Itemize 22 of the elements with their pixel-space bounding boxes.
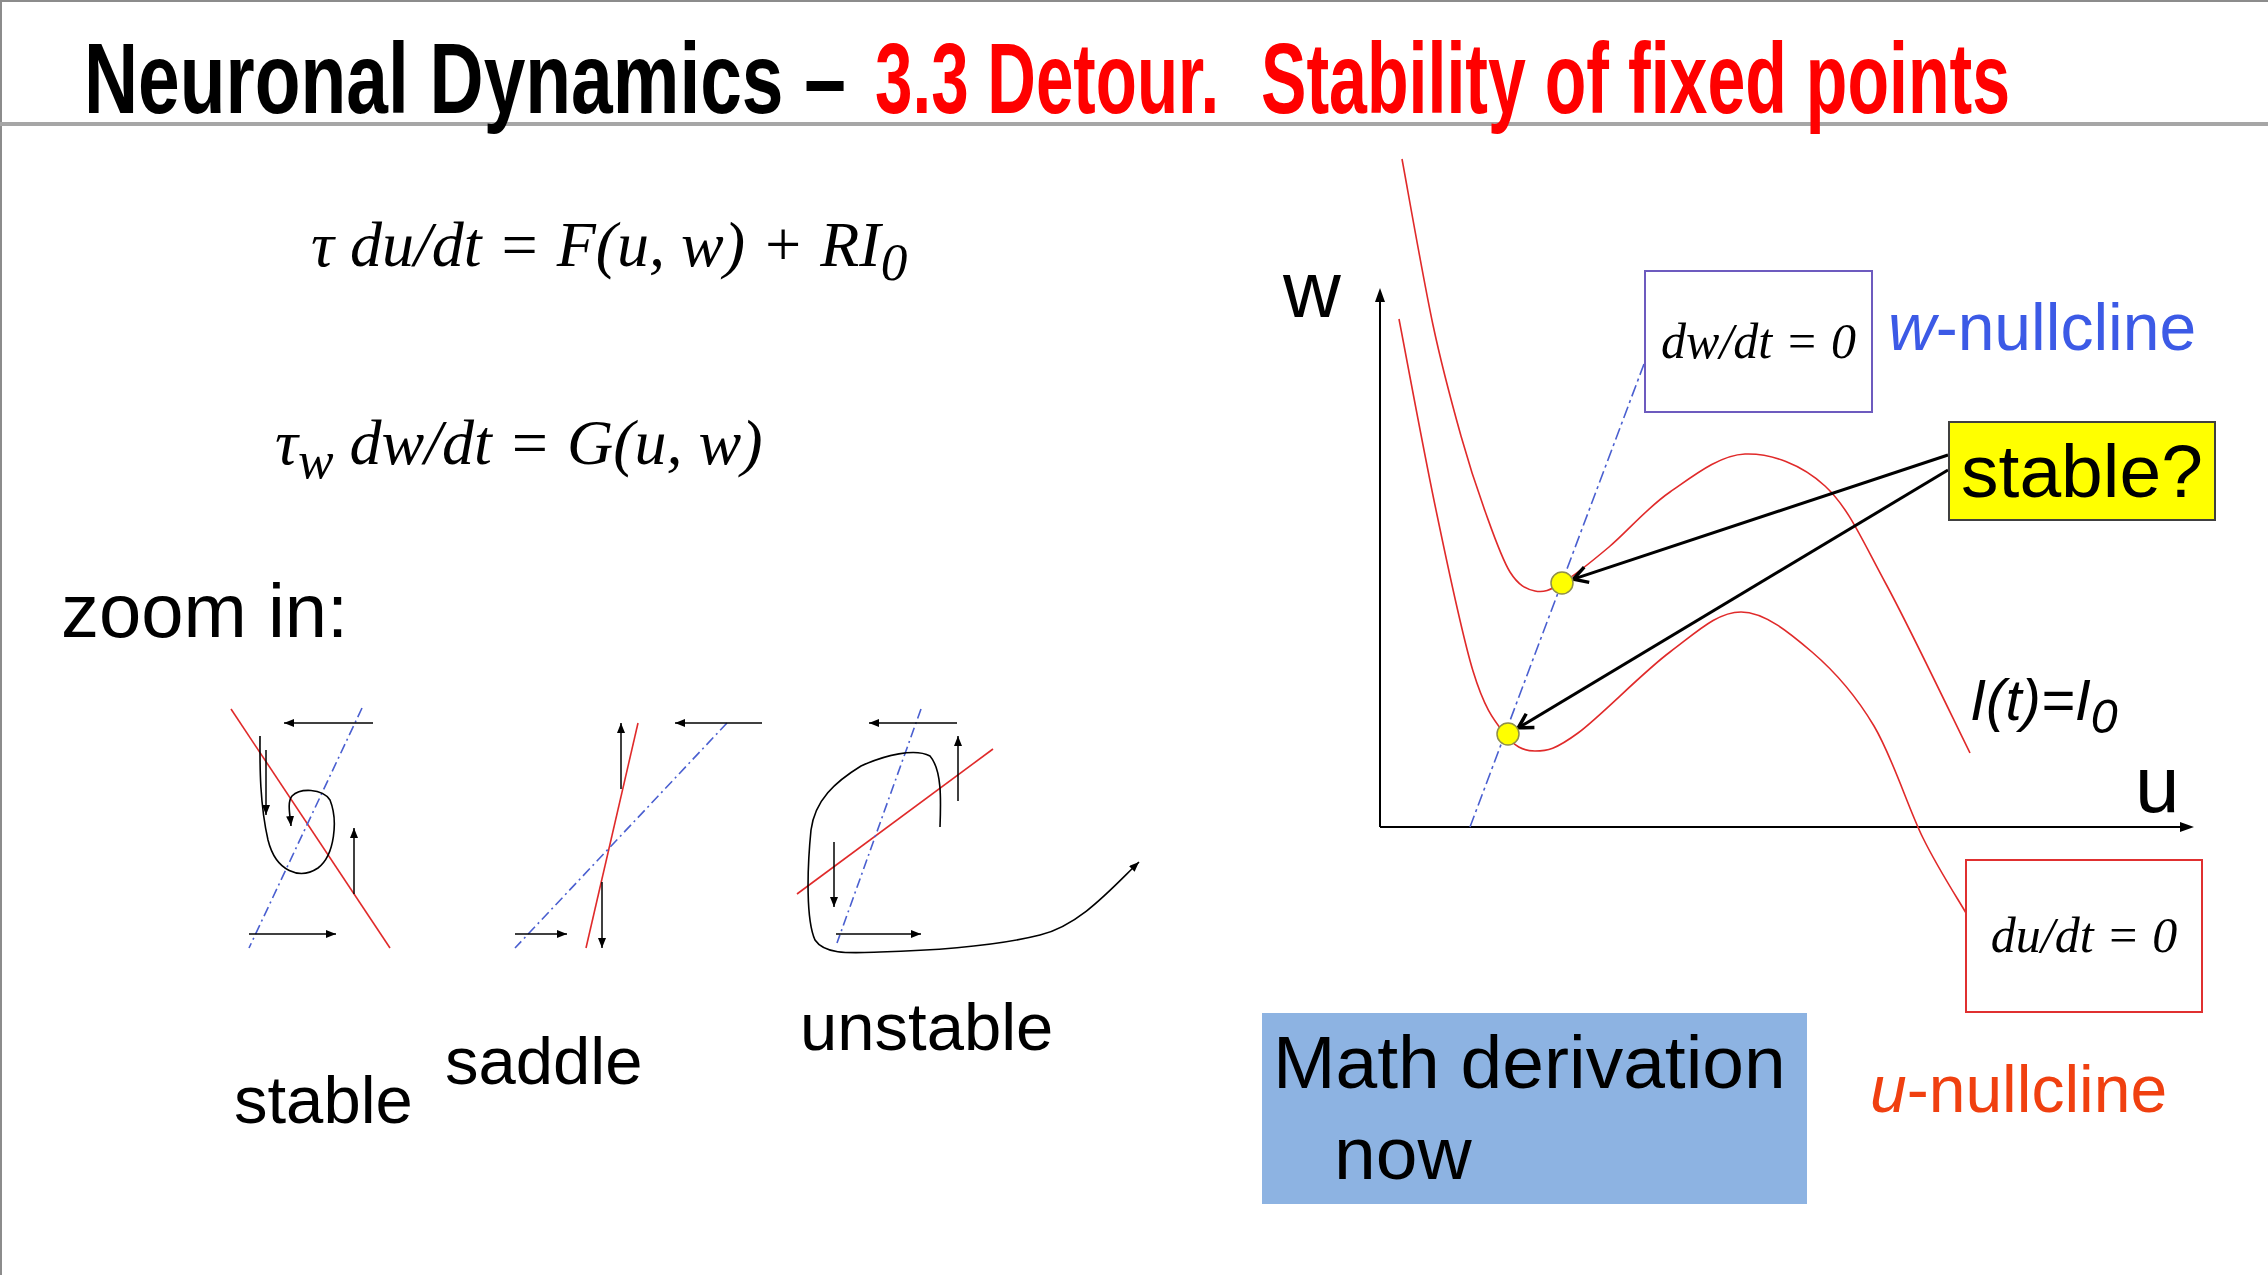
nullcline-label: w-nullcline xyxy=(1888,289,2197,366)
slide-title: Neuronal Dynamics – xyxy=(84,21,847,136)
equation: τ du/dt = F(u, w) + RI$_{0}$ xyxy=(311,208,908,294)
sketch-caption: saddle xyxy=(445,1022,643,1100)
framed-equation: dw/dt = 0 xyxy=(1644,270,1873,413)
slide-subtitle: 3.3 Detour. xyxy=(875,21,1220,136)
section-label: zoom in: xyxy=(61,567,349,655)
framed-equation: du/dt = 0 xyxy=(1965,859,2203,1013)
point-marker-icon xyxy=(1496,722,1520,746)
point-marker-icon xyxy=(1550,571,1574,595)
sketch-caption: stable xyxy=(234,1061,413,1139)
curve-label: I(t)=I$_{0}$ xyxy=(1970,666,2118,745)
slide-subtitle: Stability of fixed points xyxy=(1261,21,2011,136)
equation: τ$_{w}$ dw/dt = G(u, w) xyxy=(275,406,763,492)
nullcline-label: u-nullcline xyxy=(1870,1051,2168,1128)
arrow xyxy=(1516,468,1949,730)
arrow xyxy=(1571,453,1949,585)
note-panel: Math derivation now xyxy=(1262,1013,1807,1204)
sketch-caption: unstable xyxy=(800,988,1054,1066)
axis-label: u xyxy=(2135,739,2180,831)
axis-label: w xyxy=(1283,244,1341,336)
callout-label: stable? xyxy=(1948,421,2216,521)
